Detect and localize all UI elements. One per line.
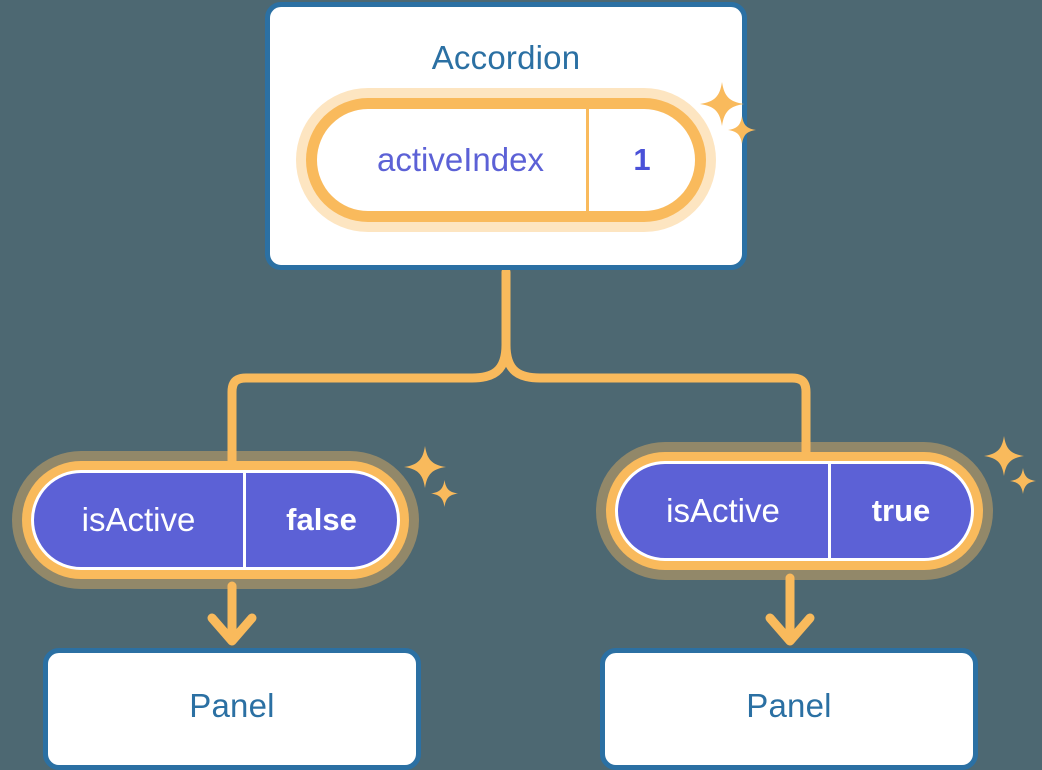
sparkles-icon-right bbox=[978, 432, 1042, 512]
prop-value-is-active-left: false bbox=[286, 502, 357, 537]
panel-component-card-right[interactable]: Panel bbox=[600, 648, 978, 770]
prop-value-is-active-right: true bbox=[871, 493, 931, 528]
connector-to-left-branch bbox=[227, 340, 511, 471]
panel-title-right: Panel bbox=[746, 687, 832, 724]
sparkle-small-icon bbox=[1010, 468, 1036, 494]
accordion-title: Accordion bbox=[431, 39, 581, 76]
state-pill-inner: isActive true bbox=[615, 461, 974, 561]
prop-key-is-active-left: isActive bbox=[34, 473, 246, 567]
state-key-active-index: activeIndex bbox=[317, 109, 589, 211]
connector-to-right-branch bbox=[501, 340, 811, 461]
panel-title-left: Panel bbox=[189, 687, 275, 724]
state-pill-inner: activeIndex 1 bbox=[317, 109, 695, 211]
down-arrow-icon-left bbox=[207, 581, 257, 646]
state-pill-inner: isActive false bbox=[31, 470, 400, 570]
state-pill-is-active-true[interactable]: isActive true bbox=[606, 452, 983, 570]
state-pill-active-index[interactable]: activeIndex 1 bbox=[306, 98, 706, 222]
down-arrow-icon-right bbox=[765, 573, 815, 646]
sparkle-large-icon bbox=[984, 436, 1024, 476]
sparkle-small-icon bbox=[431, 480, 458, 507]
sparkle-large-icon bbox=[404, 446, 446, 488]
state-value-active-index: 1 bbox=[633, 142, 651, 177]
state-pill-is-active-false[interactable]: isActive false bbox=[22, 461, 409, 579]
panel-component-card-left[interactable]: Panel bbox=[43, 648, 421, 770]
prop-key-is-active-right: isActive bbox=[618, 464, 831, 558]
